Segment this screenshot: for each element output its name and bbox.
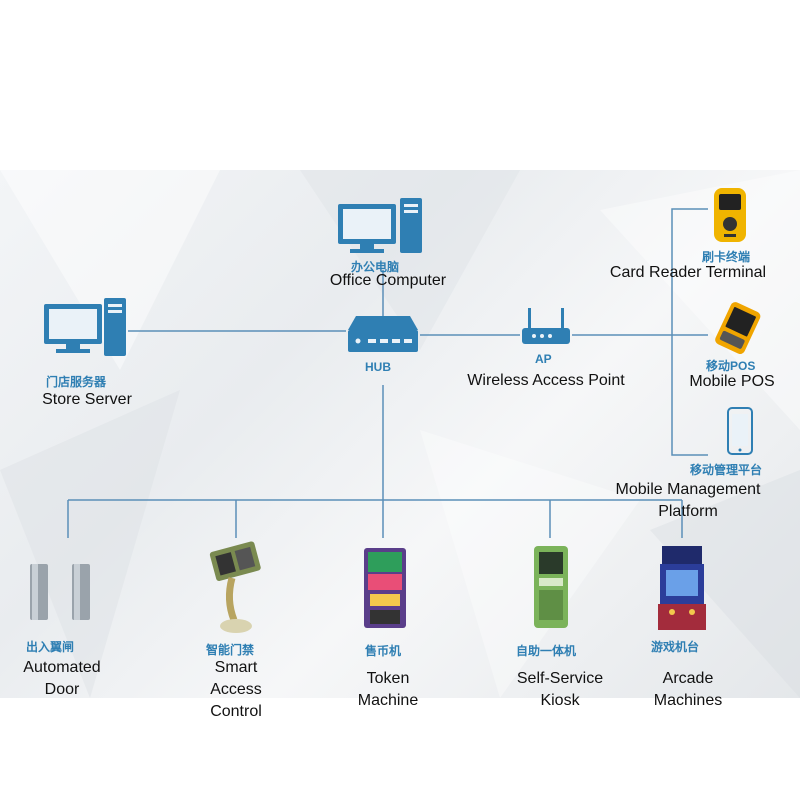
wireless-ap-icon [522, 308, 570, 344]
kiosk-label-zh: 自助一体机 [516, 644, 577, 658]
arcade-label-line1: Arcade [662, 670, 714, 687]
smart-access-label-line3: Control [210, 703, 262, 720]
access-control-terminal-icon [209, 541, 261, 633]
smart-access-label-line2: Access [210, 681, 262, 698]
card-reader-label-zh: 刷卡终端 [702, 250, 751, 264]
token-machine-label-zh: 售币机 [365, 644, 402, 658]
terminal-bus [671, 208, 708, 456]
auto-door-label-line2: Door [44, 681, 80, 698]
office-computer-label-zh: 办公电脑 [351, 260, 400, 274]
arcade-label-zh: 游戏机台 [651, 640, 700, 654]
auto-door-label-line1: Automated [23, 659, 101, 676]
turnstile-gate-icon [30, 564, 90, 620]
smartphone-icon [727, 407, 753, 455]
mobile-mgmt-label-line1: Mobile Management [615, 481, 761, 498]
arcade-label-line2: Machines [653, 692, 723, 709]
ap-label: Wireless Access Point [467, 372, 625, 389]
token-machine-label-line2: Machine [357, 692, 419, 709]
self-service-kiosk-icon [534, 546, 568, 628]
card-reader-label: Card Reader Terminal [609, 264, 767, 281]
mobile-pos-label: Mobile POS [689, 373, 775, 390]
desktop-computer-icon [338, 198, 422, 253]
hub-label: HUB [365, 360, 391, 374]
mobile-mgmt-label-line2: Platform [658, 503, 718, 520]
store-server-label-zh: 门店服务器 [46, 375, 107, 389]
card-reader-icon [714, 188, 746, 242]
smart-access-label-zh: 智能门禁 [206, 643, 255, 657]
kiosk-label-line1: Self-Service [516, 670, 604, 687]
mobile-pos-icon [715, 302, 761, 354]
arcade-machine-icon [658, 546, 706, 630]
store-server-label: Store Server [42, 391, 132, 408]
mobile-mgmt-label-zh: 移动管理平台 [690, 463, 763, 477]
token-machine-icon [364, 548, 406, 628]
smart-access-label-line1: Smart [214, 659, 258, 676]
mobile-pos-label-zh: 移动POS [706, 359, 756, 373]
kiosk-label-line2: Kiosk [540, 692, 580, 709]
token-machine-label-line1: Token [366, 670, 410, 687]
hub-router-icon [348, 316, 418, 352]
auto-door-label-zh: 出入翼闸 [26, 640, 75, 654]
server-computer-icon [44, 298, 126, 356]
office-computer-label: Office Computer [329, 272, 447, 289]
ap-label-zh: AP [535, 352, 552, 366]
